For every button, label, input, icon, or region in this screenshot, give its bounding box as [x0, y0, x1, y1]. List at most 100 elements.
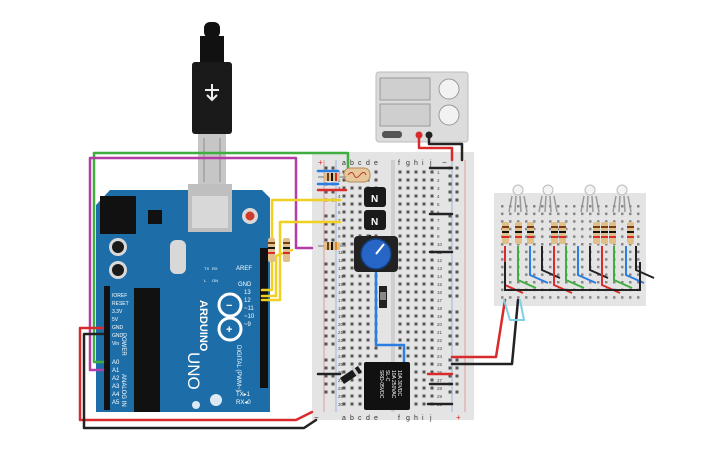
breadboard-hole[interactable] [422, 258, 426, 262]
breadboard-hole[interactable] [422, 322, 426, 326]
breadboard-hole[interactable] [637, 296, 640, 299]
breadboard-hole[interactable] [398, 354, 402, 358]
breadboard-hole[interactable] [350, 194, 354, 198]
rail-hole[interactable] [455, 294, 459, 298]
breadboard-hole[interactable] [533, 235, 536, 238]
breadboard-hole[interactable] [430, 266, 434, 270]
breadboard-hole[interactable] [350, 242, 354, 246]
breadboard-hole[interactable] [541, 235, 544, 238]
breadboard-hole[interactable] [509, 273, 512, 276]
rail-hole[interactable] [448, 198, 452, 202]
breadboard-hole[interactable] [398, 322, 402, 326]
rail-hole[interactable] [331, 334, 335, 338]
breadboard-hole[interactable] [406, 226, 410, 230]
breadboard-hole[interactable] [501, 212, 504, 216]
breadboard-hole[interactable] [501, 288, 504, 292]
rail-hole[interactable] [331, 374, 335, 378]
breadboard-hole[interactable] [430, 306, 434, 310]
breadboard-hole[interactable] [525, 220, 528, 223]
breadboard-hole[interactable] [573, 273, 576, 276]
rail-hole[interactable] [324, 318, 328, 322]
breadboard-hole[interactable] [597, 296, 600, 299]
breadboard-hole[interactable] [414, 402, 418, 406]
breadboard-hole[interactable] [414, 330, 418, 334]
breadboard-hole[interactable] [525, 235, 528, 238]
breadboard-hole[interactable] [350, 210, 354, 214]
breadboard-hole[interactable] [517, 296, 520, 299]
breadboard-hole[interactable] [342, 202, 346, 206]
breadboard-hole[interactable] [422, 290, 426, 294]
breadboard-hole[interactable] [501, 281, 504, 284]
breadboard-hole[interactable] [565, 227, 568, 231]
rail-hole[interactable] [331, 382, 335, 386]
breadboard-hole[interactable] [629, 243, 632, 246]
breadboard-hole[interactable] [629, 212, 632, 216]
rail-hole[interactable] [324, 238, 328, 242]
breadboard-hole[interactable] [637, 265, 640, 269]
breadboard-hole[interactable] [398, 218, 402, 222]
breadboard-hole[interactable] [366, 314, 370, 318]
breadboard-hole[interactable] [414, 186, 418, 190]
breadboard-hole[interactable] [501, 273, 504, 276]
breadboard-hole[interactable] [517, 243, 520, 246]
breadboard-hole[interactable] [501, 258, 504, 261]
breadboard-hole[interactable] [422, 178, 426, 182]
breadboard-hole[interactable] [621, 212, 624, 216]
breadboard-hole[interactable] [549, 227, 552, 231]
breadboard-hole[interactable] [597, 243, 600, 246]
breadboard-hole[interactable] [358, 330, 362, 334]
breadboard-hole[interactable] [342, 234, 346, 238]
breadboard-hole[interactable] [406, 186, 410, 190]
rail-hole[interactable] [331, 294, 335, 298]
breadboard-hole[interactable] [621, 258, 624, 261]
breadboard-hole[interactable] [422, 386, 426, 390]
breadboard-hole[interactable] [430, 346, 434, 350]
breadboard-hole[interactable] [557, 235, 560, 238]
breadboard-hole[interactable] [422, 314, 426, 318]
breadboard-hole[interactable] [509, 235, 512, 238]
breadboard-hole[interactable] [358, 210, 362, 214]
breadboard-hole[interactable] [525, 243, 528, 246]
breadboard-hole[interactable] [366, 274, 370, 278]
breadboard-hole[interactable] [366, 338, 370, 342]
breadboard-hole[interactable] [406, 218, 410, 222]
breadboard-hole[interactable] [398, 250, 402, 254]
breadboard-hole[interactable] [430, 322, 434, 326]
breadboard-hole[interactable] [414, 274, 418, 278]
breadboard-hole[interactable] [414, 386, 418, 390]
breadboard-hole[interactable] [581, 265, 584, 269]
breadboard-hole[interactable] [358, 362, 362, 366]
breadboard-hole[interactable] [342, 218, 346, 222]
rail-hole[interactable] [331, 262, 335, 266]
breadboard-hole[interactable] [637, 273, 640, 276]
breadboard-hole[interactable] [605, 205, 608, 208]
breadboard-hole[interactable] [350, 386, 354, 390]
breadboard-hole[interactable] [637, 205, 640, 208]
rail-hole[interactable] [324, 310, 328, 314]
breadboard-hole[interactable] [557, 220, 560, 223]
breadboard-hole[interactable] [414, 306, 418, 310]
breadboard-hole[interactable] [350, 330, 354, 334]
breadboard-hole[interactable] [414, 210, 418, 214]
breadboard-hole[interactable] [374, 170, 378, 174]
breadboard-hole[interactable] [573, 243, 576, 246]
breadboard-hole[interactable] [430, 194, 434, 198]
breadboard-hole[interactable] [350, 346, 354, 350]
breadboard-hole[interactable] [398, 186, 402, 190]
breadboard-hole[interactable] [501, 296, 504, 299]
rail-hole[interactable] [448, 214, 452, 218]
breadboard-hole[interactable] [501, 220, 504, 223]
rail-hole[interactable] [455, 358, 459, 362]
breadboard-hole[interactable] [573, 235, 576, 238]
rail-hole[interactable] [448, 190, 452, 194]
rail-hole[interactable] [324, 270, 328, 274]
rail-hole[interactable] [331, 390, 335, 394]
breadboard-hole[interactable] [430, 202, 434, 206]
rail-hole[interactable] [448, 278, 452, 282]
breadboard-hole[interactable] [430, 242, 434, 246]
breadboard-hole[interactable] [637, 258, 640, 261]
breadboard-hole[interactable] [430, 298, 434, 302]
breadboard-hole[interactable] [406, 330, 410, 334]
breadboard-hole[interactable] [422, 282, 426, 286]
breadboard-hole[interactable] [525, 258, 528, 261]
